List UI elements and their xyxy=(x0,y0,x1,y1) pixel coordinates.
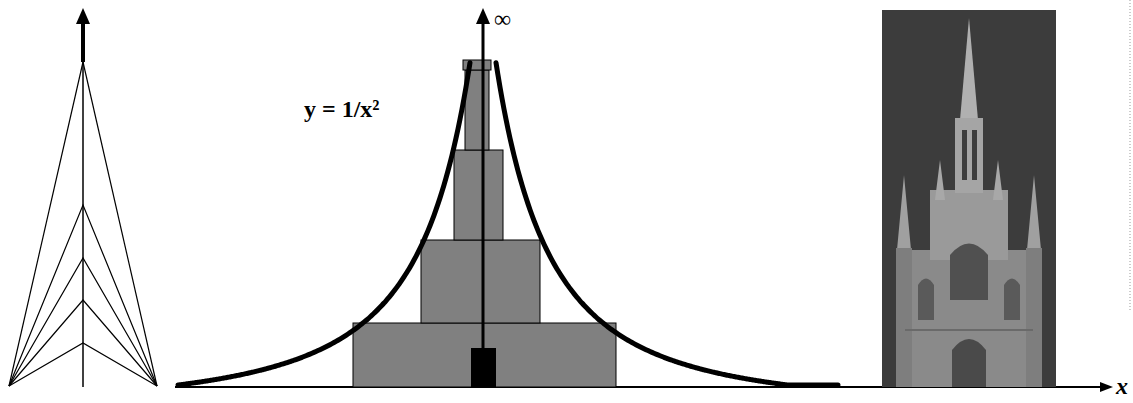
curve-right xyxy=(496,63,838,385)
axis-arrowhead xyxy=(476,8,490,24)
equation-label: y = 1/x² xyxy=(304,96,380,122)
axis-label: x xyxy=(1116,373,1128,399)
infinity-label: ∞ xyxy=(494,6,511,32)
axis-arrowhead xyxy=(76,8,90,24)
triangle-figure xyxy=(9,62,157,386)
left-axis xyxy=(82,62,84,387)
curve-left xyxy=(178,63,470,385)
cathedral-photo xyxy=(882,10,1056,387)
margin-line xyxy=(1130,0,1131,310)
left-axis-top xyxy=(81,22,85,62)
axis-arrowhead xyxy=(1100,382,1113,392)
y-axis xyxy=(482,22,485,387)
